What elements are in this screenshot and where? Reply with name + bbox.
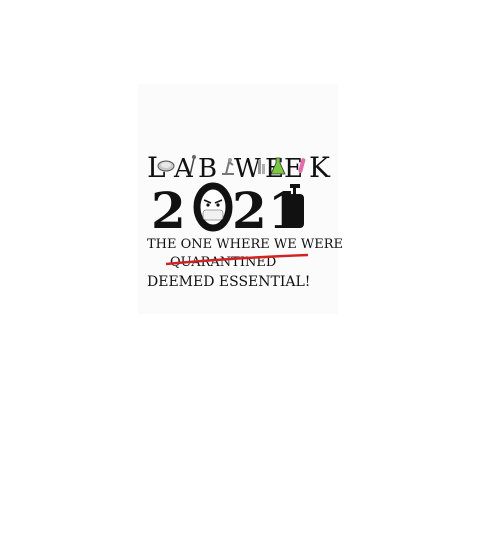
labweek-graphic	[138, 84, 338, 314]
tagline-line3: DEEMED ESSENTIAL!	[147, 274, 310, 290]
title-letter-k: K	[309, 151, 331, 184]
title-letter-w: W	[234, 154, 261, 184]
title-letter-a: A	[173, 154, 194, 184]
year-digit-2: 2	[232, 181, 267, 240]
flask-icon	[270, 157, 286, 175]
test-tube-rack-icon	[258, 160, 265, 174]
hand-sanitizer-icon	[288, 184, 304, 228]
year-digit-1: 2	[151, 181, 186, 240]
title-letter-e2: E	[284, 154, 303, 184]
angry-masked-face-icon	[193, 182, 233, 232]
tagline-line1: THE ONE WHERE WE WERE	[147, 237, 343, 252]
year-row: 2 2 1	[151, 181, 304, 240]
title-letter-b: B	[198, 154, 217, 184]
microscope-icon	[222, 158, 234, 175]
strike-through-line	[165, 253, 309, 266]
title-row: L A B W E E K	[147, 151, 331, 184]
petri-dish-icon	[157, 160, 175, 172]
pipette-icon	[189, 155, 196, 176]
title-letter-l: L	[147, 151, 166, 184]
test-tube-icon	[298, 158, 306, 173]
